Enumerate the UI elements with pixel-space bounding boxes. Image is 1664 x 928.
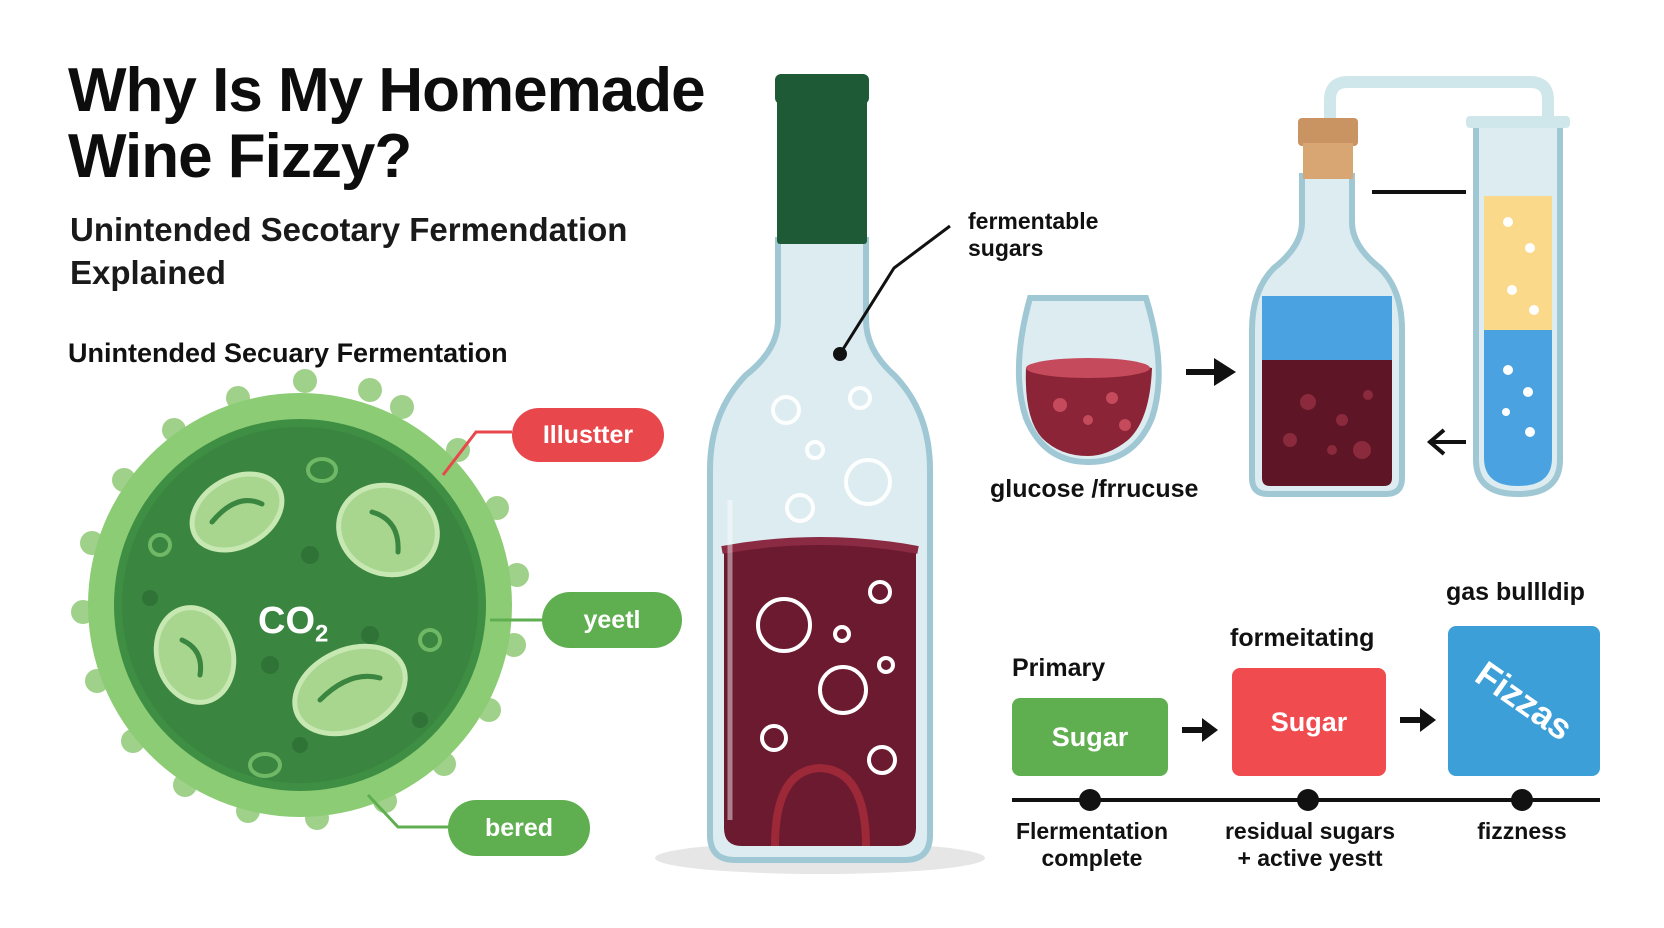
timeline-label-1: Flermentation complete: [1015, 818, 1169, 871]
flow-arrow-1: [1182, 718, 1218, 742]
page-subtitle: Unintended Secotary Fermendation Explain…: [70, 211, 628, 291]
fermenting-bottle-icon: [1249, 118, 1405, 497]
organelle-2: [336, 482, 440, 578]
organelle-4: [292, 643, 408, 737]
step-heading-gas-buildup: gas bullldip: [1446, 578, 1585, 606]
step-box-fermenting: Sugar: [1232, 668, 1386, 776]
dark-spots: [142, 546, 428, 753]
step-heading-primary: Primary: [1012, 654, 1106, 682]
bottle-cap: [775, 74, 869, 104]
section-label: Unintended Secuary Fermentation: [68, 338, 508, 368]
co2-subscript: 2: [315, 620, 329, 648]
wine-glass-icon: [1015, 295, 1162, 466]
yeast-leader-lines: [366, 430, 548, 829]
timeline-dot-2: [1297, 789, 1319, 811]
yeast-cell-icon: [71, 369, 529, 830]
flow-arrow-2: [1400, 708, 1436, 732]
yeast-tag-bered: bered: [448, 800, 590, 856]
sugar-callout-line: [833, 224, 951, 361]
arrow-right-icon: [1186, 358, 1236, 386]
glass-label: glucose /frrucuse: [990, 475, 1199, 503]
step-heading-fermenting: formeitating: [1230, 624, 1375, 652]
timeline-dot-3: [1511, 789, 1533, 811]
organelle-3: [153, 605, 237, 705]
bottle-foil: [777, 98, 867, 244]
yeast-tag-illustter: Illustter: [512, 408, 664, 462]
timeline-label-2: residual sugars + active yestt: [1224, 818, 1396, 871]
connecting-tube: [1324, 76, 1554, 124]
sugar-callout-text: fermentable sugars: [968, 208, 1099, 261]
page-title: Why Is My Homemade Wine Fizzy?: [68, 56, 706, 191]
timeline-dot-1: [1079, 789, 1101, 811]
bubbles-wine: [756, 580, 897, 775]
bubbles-glass: [771, 386, 892, 523]
step-box-fizzy: Fizzas: [1448, 626, 1600, 776]
co2-main: CO: [258, 600, 315, 642]
wine-bottle-icon: [707, 74, 933, 863]
bottle-punt: [771, 763, 870, 847]
organelle-1: [189, 471, 285, 553]
timeline-label-3: fizzness: [1477, 818, 1567, 844]
small-vesicles: [148, 457, 442, 778]
step-box-primary: Sugar: [1012, 698, 1168, 776]
test-tube-icon: [1466, 116, 1570, 498]
co2-label: CO2: [258, 600, 328, 649]
transfer-connectors: [1372, 190, 1466, 456]
yeast-tag-yeetl: yeetl: [542, 592, 682, 648]
